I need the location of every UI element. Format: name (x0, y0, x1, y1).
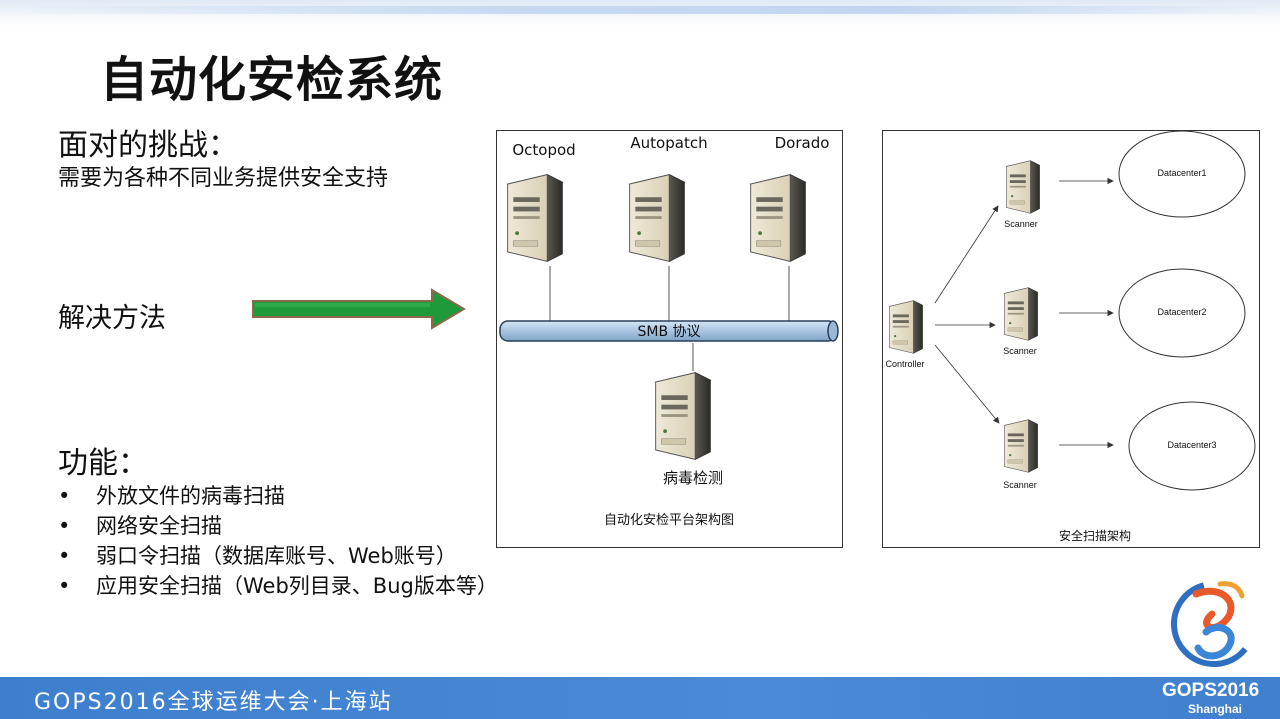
footer-bar (0, 677, 1280, 719)
server-label-autopatch: Autopatch (630, 134, 708, 152)
scanner-server-icon (1001, 416, 1041, 476)
controller-label: Controller (885, 359, 925, 369)
server-icon (624, 169, 690, 267)
server-label-virus-scan: 病毒检测 (662, 469, 724, 487)
server-label-octopod: Octopod (512, 141, 576, 159)
scanner-label: Scanner (1003, 346, 1037, 356)
footer-event-title: GOPS2016全球运维大会·上海站 (34, 690, 393, 715)
platform-connections (549, 266, 790, 371)
smb-bus-pipe (499, 320, 839, 342)
page-title: 自动化安检系统 (100, 52, 444, 108)
scan-connections (934, 131, 1256, 491)
server-icon (745, 169, 811, 267)
feature-item: •弱口令扫描（数据库账号、Web账号） (58, 544, 457, 568)
server-label-dorado: Dorado (774, 134, 830, 152)
controller-server-icon (886, 297, 926, 357)
challenge-text: 需要为各种不同业务提供安全支持 (58, 166, 389, 191)
platform-caption: 自动化安检平台架构图 (603, 513, 735, 528)
scan-caption: 安全扫描架构 (1058, 529, 1132, 543)
right-arrow-icon (252, 288, 466, 330)
challenge-heading: 面对的挑战： (58, 128, 238, 163)
platform-architecture-diagram: Octopod Autopatch Dorado SMB 协议 病毒检测 自动化… (496, 130, 843, 548)
scanner-server-icon (1001, 284, 1041, 344)
server-icon (650, 367, 716, 465)
bus-label: SMB 协议 (637, 324, 701, 340)
bullet-icon: • (58, 544, 71, 568)
datacenter-label: Datacenter1 (1157, 168, 1207, 178)
gops-logo-icon (1171, 581, 1257, 667)
scanner-server-icon (1003, 157, 1043, 217)
features-heading: 功能： (58, 446, 148, 481)
server-icon (502, 169, 568, 267)
footer-brand-city: Shanghai (1188, 702, 1243, 716)
bullet-icon: • (58, 484, 71, 508)
datacenter-label: Datacenter2 (1157, 307, 1207, 317)
scanner-label: Scanner (1003, 480, 1037, 490)
scan-architecture-diagram: Controller Scanner Scanner Scanner Datac… (882, 130, 1260, 548)
bullet-icon: • (58, 514, 71, 538)
datacenter-label: Datacenter3 (1167, 440, 1217, 450)
feature-item: •网络安全扫描 (58, 514, 222, 538)
feature-item: •应用安全扫描（Web列目录、Bug版本等） (58, 574, 498, 598)
top-decorative-band (0, 0, 1280, 28)
solution-label: 解决方法 (58, 303, 166, 334)
footer-brand: GOPS2016 (1162, 680, 1260, 701)
feature-item: •外放文件的病毒扫描 (58, 484, 285, 508)
bullet-icon: • (58, 574, 71, 598)
scanner-label: Scanner (1004, 219, 1038, 229)
